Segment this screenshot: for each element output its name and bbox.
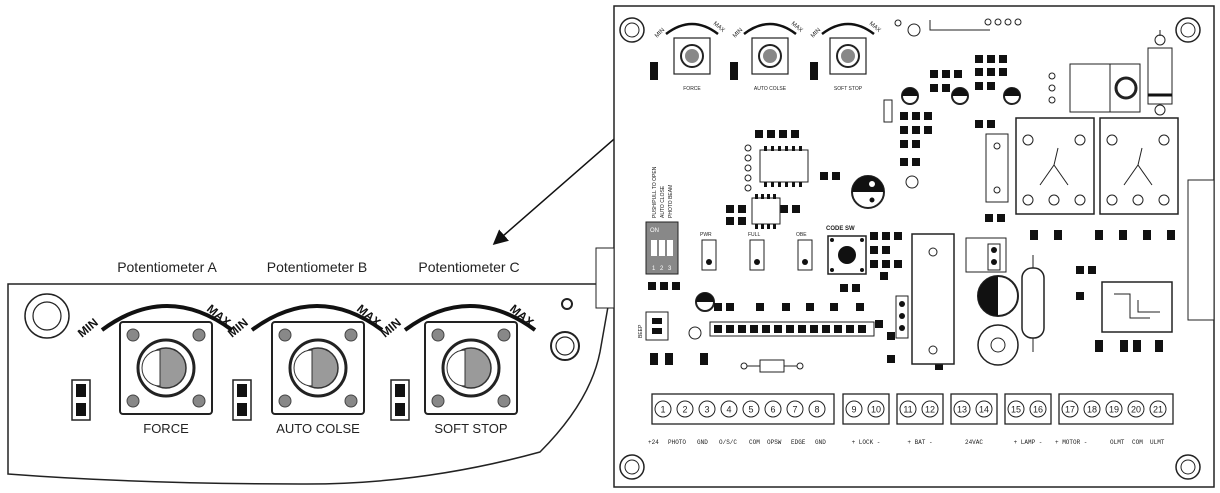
terminal-number: 17 <box>1065 405 1075 415</box>
terminal-label: COM <box>749 439 760 446</box>
terminal-screw <box>1007 400 1025 418</box>
terminal-number: 4 <box>726 405 731 415</box>
zoom-panel: Potentiometer A Potentiometer B Potentio… <box>7 259 613 485</box>
smd-components <box>648 55 1175 370</box>
terminal-number: 21 <box>1153 405 1163 415</box>
board-knob-name: FORCE <box>683 86 701 92</box>
terminal-number: 15 <box>1011 405 1021 415</box>
terminal-screw <box>742 400 760 418</box>
dip-function: AUTO CLOSE <box>660 185 666 218</box>
terminal-number: 12 <box>925 405 935 415</box>
dip-on-label: ON <box>650 228 659 234</box>
small-buttons[interactable]: PWR FULL OBE <box>700 232 813 271</box>
terminal-number: 20 <box>1131 405 1141 415</box>
terminal-screw <box>975 400 993 418</box>
terminal-number: 10 <box>871 405 881 415</box>
terminal-screw <box>1149 400 1167 418</box>
terminal-screw <box>676 400 694 418</box>
terminal-screw <box>720 400 738 418</box>
potentiometer-c[interactable]: MIN MAX SOFT STOP <box>378 302 537 436</box>
terminal-number: 19 <box>1109 405 1119 415</box>
terminal-label: 24VAC <box>965 439 983 446</box>
board-knob-name: AUTO COLSE <box>754 86 787 92</box>
terminal-screw <box>867 400 885 418</box>
terminal-screw <box>1029 400 1047 418</box>
terminal-screw <box>953 400 971 418</box>
terminal-screw <box>786 400 804 418</box>
knob-name: SOFT STOP <box>434 421 507 436</box>
terminal-number: 7 <box>792 405 797 415</box>
code-switch[interactable]: CODE SW <box>826 226 867 275</box>
capacitors <box>695 87 1021 366</box>
terminal-number: 5 <box>748 405 753 415</box>
dip-switch[interactable]: ON 1 2 3 PUSH/PULL TO OPEN AUTO CLOSE PH… <box>645 166 679 275</box>
knob-name: AUTO COLSE <box>276 421 360 436</box>
terminal-screw <box>808 400 826 418</box>
button-label: PWR <box>700 232 712 238</box>
dip-position: 3 <box>668 266 672 272</box>
potentiometer-b-label: Potentiometer B <box>267 259 367 275</box>
terminal-number: 1 <box>660 405 665 415</box>
terminal-screw <box>1061 400 1079 418</box>
mounting-hole <box>619 17 1201 480</box>
terminal-number: 9 <box>851 405 856 415</box>
circuit-board: MIN MAX MIN MAX MIN MAX FORCE AUTO COLSE… <box>595 5 1215 488</box>
jumper-b <box>232 379 252 421</box>
button-label: OBE <box>796 232 807 238</box>
terminal-label: EDGE <box>791 439 806 446</box>
terminal-label: ULMT <box>1150 439 1165 446</box>
jumper-a <box>71 379 91 421</box>
terminal-label: +24 <box>648 439 659 446</box>
code-sw-label: CODE SW <box>826 226 855 232</box>
terminal-screw <box>654 400 672 418</box>
terminal-label: COM <box>1132 439 1143 446</box>
beep-label: BEEP <box>638 324 644 338</box>
terminal-screw <box>698 400 716 418</box>
terminal-number: 18 <box>1087 405 1097 415</box>
terminal-number: 6 <box>770 405 775 415</box>
terminal-label: + BAT - <box>907 439 932 446</box>
terminal-label: + LAMP - <box>1014 439 1043 446</box>
terminal-label: GND <box>815 439 826 446</box>
terminal-number: 14 <box>979 405 989 415</box>
terminal-label: + LOCK - <box>852 439 881 446</box>
terminal-screw <box>1105 400 1123 418</box>
terminal-number: 8 <box>814 405 819 415</box>
terminal-label: OLMT <box>1110 439 1125 446</box>
terminal-screw <box>845 400 863 418</box>
terminal-screw <box>1127 400 1145 418</box>
terminal-screw <box>764 400 782 418</box>
terminal-screw <box>1083 400 1101 418</box>
potentiometer-b[interactable]: MIN MAX AUTO COLSE <box>225 302 384 436</box>
dip-function: PUSH/PULL TO OPEN <box>652 166 658 218</box>
dip-position: 1 <box>652 266 656 272</box>
relays <box>985 117 1179 333</box>
button-label: FULL <box>748 232 760 238</box>
terminal-label: PHOTO <box>668 439 686 446</box>
terminal-number: 2 <box>682 405 687 415</box>
terminal-screw <box>921 400 939 418</box>
dip-position: 2 <box>660 266 664 272</box>
terminal-number: 16 <box>1033 405 1043 415</box>
terminal-label: GND <box>697 439 708 446</box>
beeper: BEEP <box>638 311 702 341</box>
terminal-number: 11 <box>903 405 912 415</box>
terminal-label: OPSW <box>767 439 782 446</box>
terminal-label: O/S/C <box>719 439 737 446</box>
terminal-screw <box>899 400 917 418</box>
potentiometer-a-label: Potentiometer A <box>117 259 217 275</box>
jumper-c <box>390 379 410 421</box>
terminal-number: 3 <box>704 405 709 415</box>
terminal-number: 13 <box>957 405 967 415</box>
knob-name: FORCE <box>143 421 189 436</box>
terminal-label: + MOTOR - <box>1055 439 1087 446</box>
board-knob-name: SOFT STOP <box>834 86 863 92</box>
dip-function: PHOTO BEAM <box>668 185 674 218</box>
potentiometer-c-label: Potentiometer C <box>418 259 519 275</box>
